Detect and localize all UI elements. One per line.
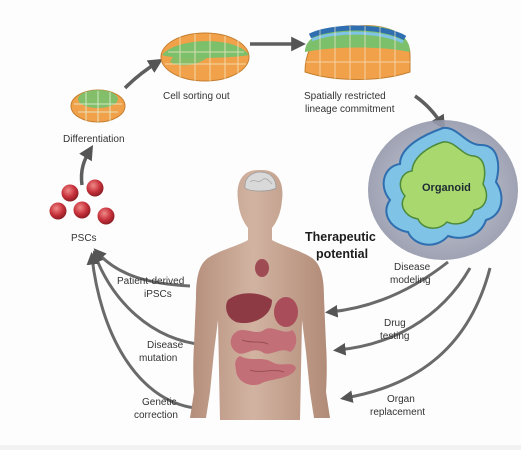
label-therapeutic-line2: potential — [316, 247, 368, 261]
human-body — [190, 170, 330, 420]
arrow-genetic-correction — [86, 251, 196, 410]
liver-icon — [226, 293, 272, 324]
psc-cells — [49, 179, 115, 225]
organoid: Organoid — [368, 120, 518, 260]
psc-cell — [73, 201, 91, 219]
label-organ-replacement-line1: Organ — [387, 394, 415, 405]
arrow-differentiation-to-sorting — [123, 58, 164, 90]
label-spatial-line1: Spatially restricted — [304, 91, 386, 102]
brain-icon — [244, 171, 277, 192]
psc-cell — [61, 184, 79, 202]
organoid-inner — [399, 141, 488, 229]
arrow-pscs-to-differentiation — [79, 144, 94, 186]
label-cell-sorting: Cell sorting out — [163, 91, 230, 102]
label-organoid: Organoid — [422, 182, 471, 194]
label-drug-testing-line2: testing — [380, 331, 409, 342]
psc-cell — [49, 202, 67, 220]
arrow-disease-modeling — [324, 260, 449, 318]
label-genetic-correction-line1: Genetic — [142, 397, 176, 408]
arrow-patient-ipscs — [93, 248, 191, 288]
label-disease-mutation-line2: mutation — [139, 353, 177, 364]
application-arrows — [324, 260, 492, 403]
arrow-drug-testing — [332, 267, 472, 356]
label-disease-modeling-line2: modeling — [390, 275, 431, 286]
arrow-organ-replacement — [340, 267, 492, 403]
stomach-icon — [274, 297, 298, 327]
label-organ-replacement-line2: replacement — [370, 407, 425, 418]
label-spatial-line2: lineage commitment — [305, 104, 395, 115]
arrow-disease-mutation — [91, 250, 206, 347]
psc-cell — [86, 179, 104, 197]
cell-sorting-cluster — [160, 32, 250, 82]
heart-icon — [255, 259, 269, 277]
label-genetic-correction-line2: correction — [134, 410, 178, 421]
label-drug-testing-line1: Drug — [384, 318, 406, 329]
label-differentiation: Differentiation — [63, 134, 125, 145]
lineage-commitment-cluster — [304, 25, 411, 80]
differentiation-cluster — [70, 89, 126, 123]
source-arrows — [86, 248, 206, 410]
label-patient-ipscs-line2: iPSCs — [144, 289, 172, 300]
label-therapeutic-line1: Therapeutic — [305, 230, 376, 244]
label-patient-ipscs-line1: Patient-derived — [117, 276, 184, 287]
label-disease-mutation-line1: Disease — [147, 340, 184, 351]
psc-cell — [97, 207, 115, 225]
label-disease-modeling-line1: Disease — [394, 262, 431, 273]
label-pscs: PSCs — [71, 233, 97, 244]
